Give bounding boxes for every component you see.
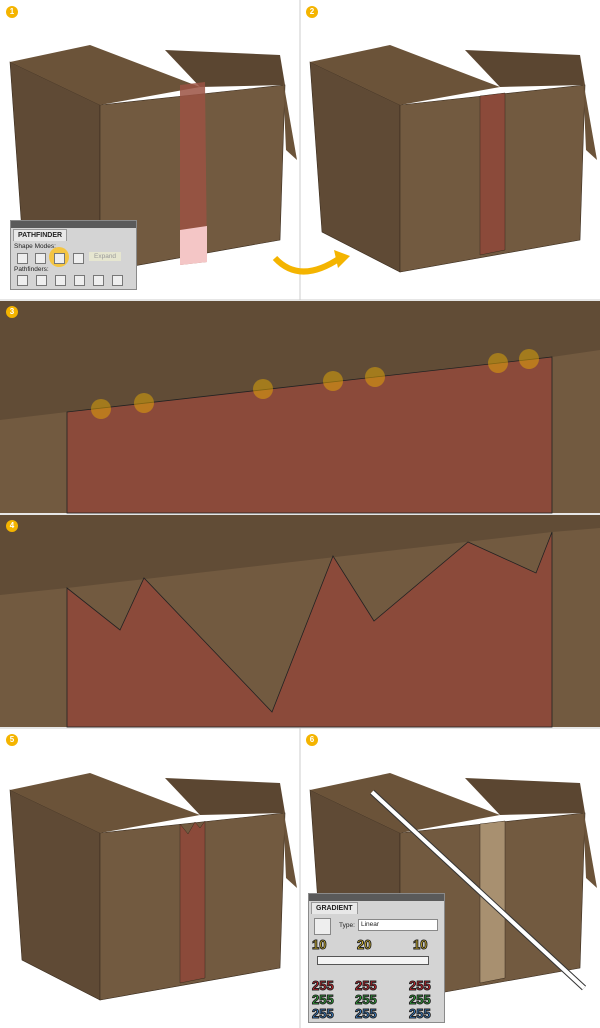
annotation-number: 255	[312, 1006, 335, 1022]
exclude-button[interactable]	[73, 253, 84, 264]
annotation-number: 255	[355, 992, 378, 1008]
annotation-number: 255	[409, 978, 432, 994]
annotation-number: 255	[409, 1006, 432, 1022]
shape-modes-label: Shape Modes:	[14, 243, 56, 250]
trim-button[interactable]	[36, 275, 47, 286]
step5-box	[9, 772, 298, 1001]
step1-box	[9, 44, 298, 273]
gradient-tab[interactable]: GRADIENT	[311, 902, 358, 914]
step-badge: 5	[6, 734, 18, 746]
pathfinders-label: Pathfinders:	[14, 266, 49, 273]
unite-button[interactable]	[17, 253, 28, 264]
annotation-number: 255	[312, 978, 335, 994]
step-badge: 6	[306, 734, 318, 746]
step4-closeup	[0, 515, 600, 728]
annotation-number: 255	[409, 992, 432, 1008]
expand-button[interactable]: Expand	[89, 252, 122, 261]
minus-back-button[interactable]	[112, 275, 123, 286]
gradient-swatch[interactable]	[314, 918, 331, 935]
pathfinder-panel: PATHFINDER Shape Modes: Expand Pathfinde…	[10, 220, 137, 290]
type-label: Type:	[339, 922, 355, 929]
divide-button[interactable]	[17, 275, 28, 286]
step3-closeup	[0, 301, 600, 514]
annotation-number: 255	[355, 1006, 378, 1022]
pathfinder-tab[interactable]: PATHFINDER	[13, 229, 68, 241]
type-select[interactable]: Linear	[358, 919, 438, 931]
gradient-slider[interactable]	[317, 956, 429, 965]
step-badge: 3	[6, 306, 18, 318]
annotation-number: 10	[311, 937, 327, 953]
annotation-number: 255	[355, 978, 378, 994]
intersect-button[interactable]	[54, 253, 65, 264]
step-badge: 1	[6, 6, 18, 18]
minus-front-button[interactable]	[35, 253, 46, 264]
gradient-panel: GRADIENT Type: Linear 10 20 10 255 255 2…	[308, 893, 445, 1023]
arrow-icon	[272, 255, 342, 275]
annotation-number: 20	[356, 937, 372, 953]
crop-button[interactable]	[74, 275, 85, 286]
step-badge: 2	[306, 6, 318, 18]
annotation-number: 255	[312, 992, 335, 1008]
step-badge: 4	[6, 520, 18, 532]
outline-button[interactable]	[93, 275, 104, 286]
annotation-number: 10	[412, 937, 428, 953]
merge-button[interactable]	[55, 275, 66, 286]
step2-box	[309, 44, 598, 273]
